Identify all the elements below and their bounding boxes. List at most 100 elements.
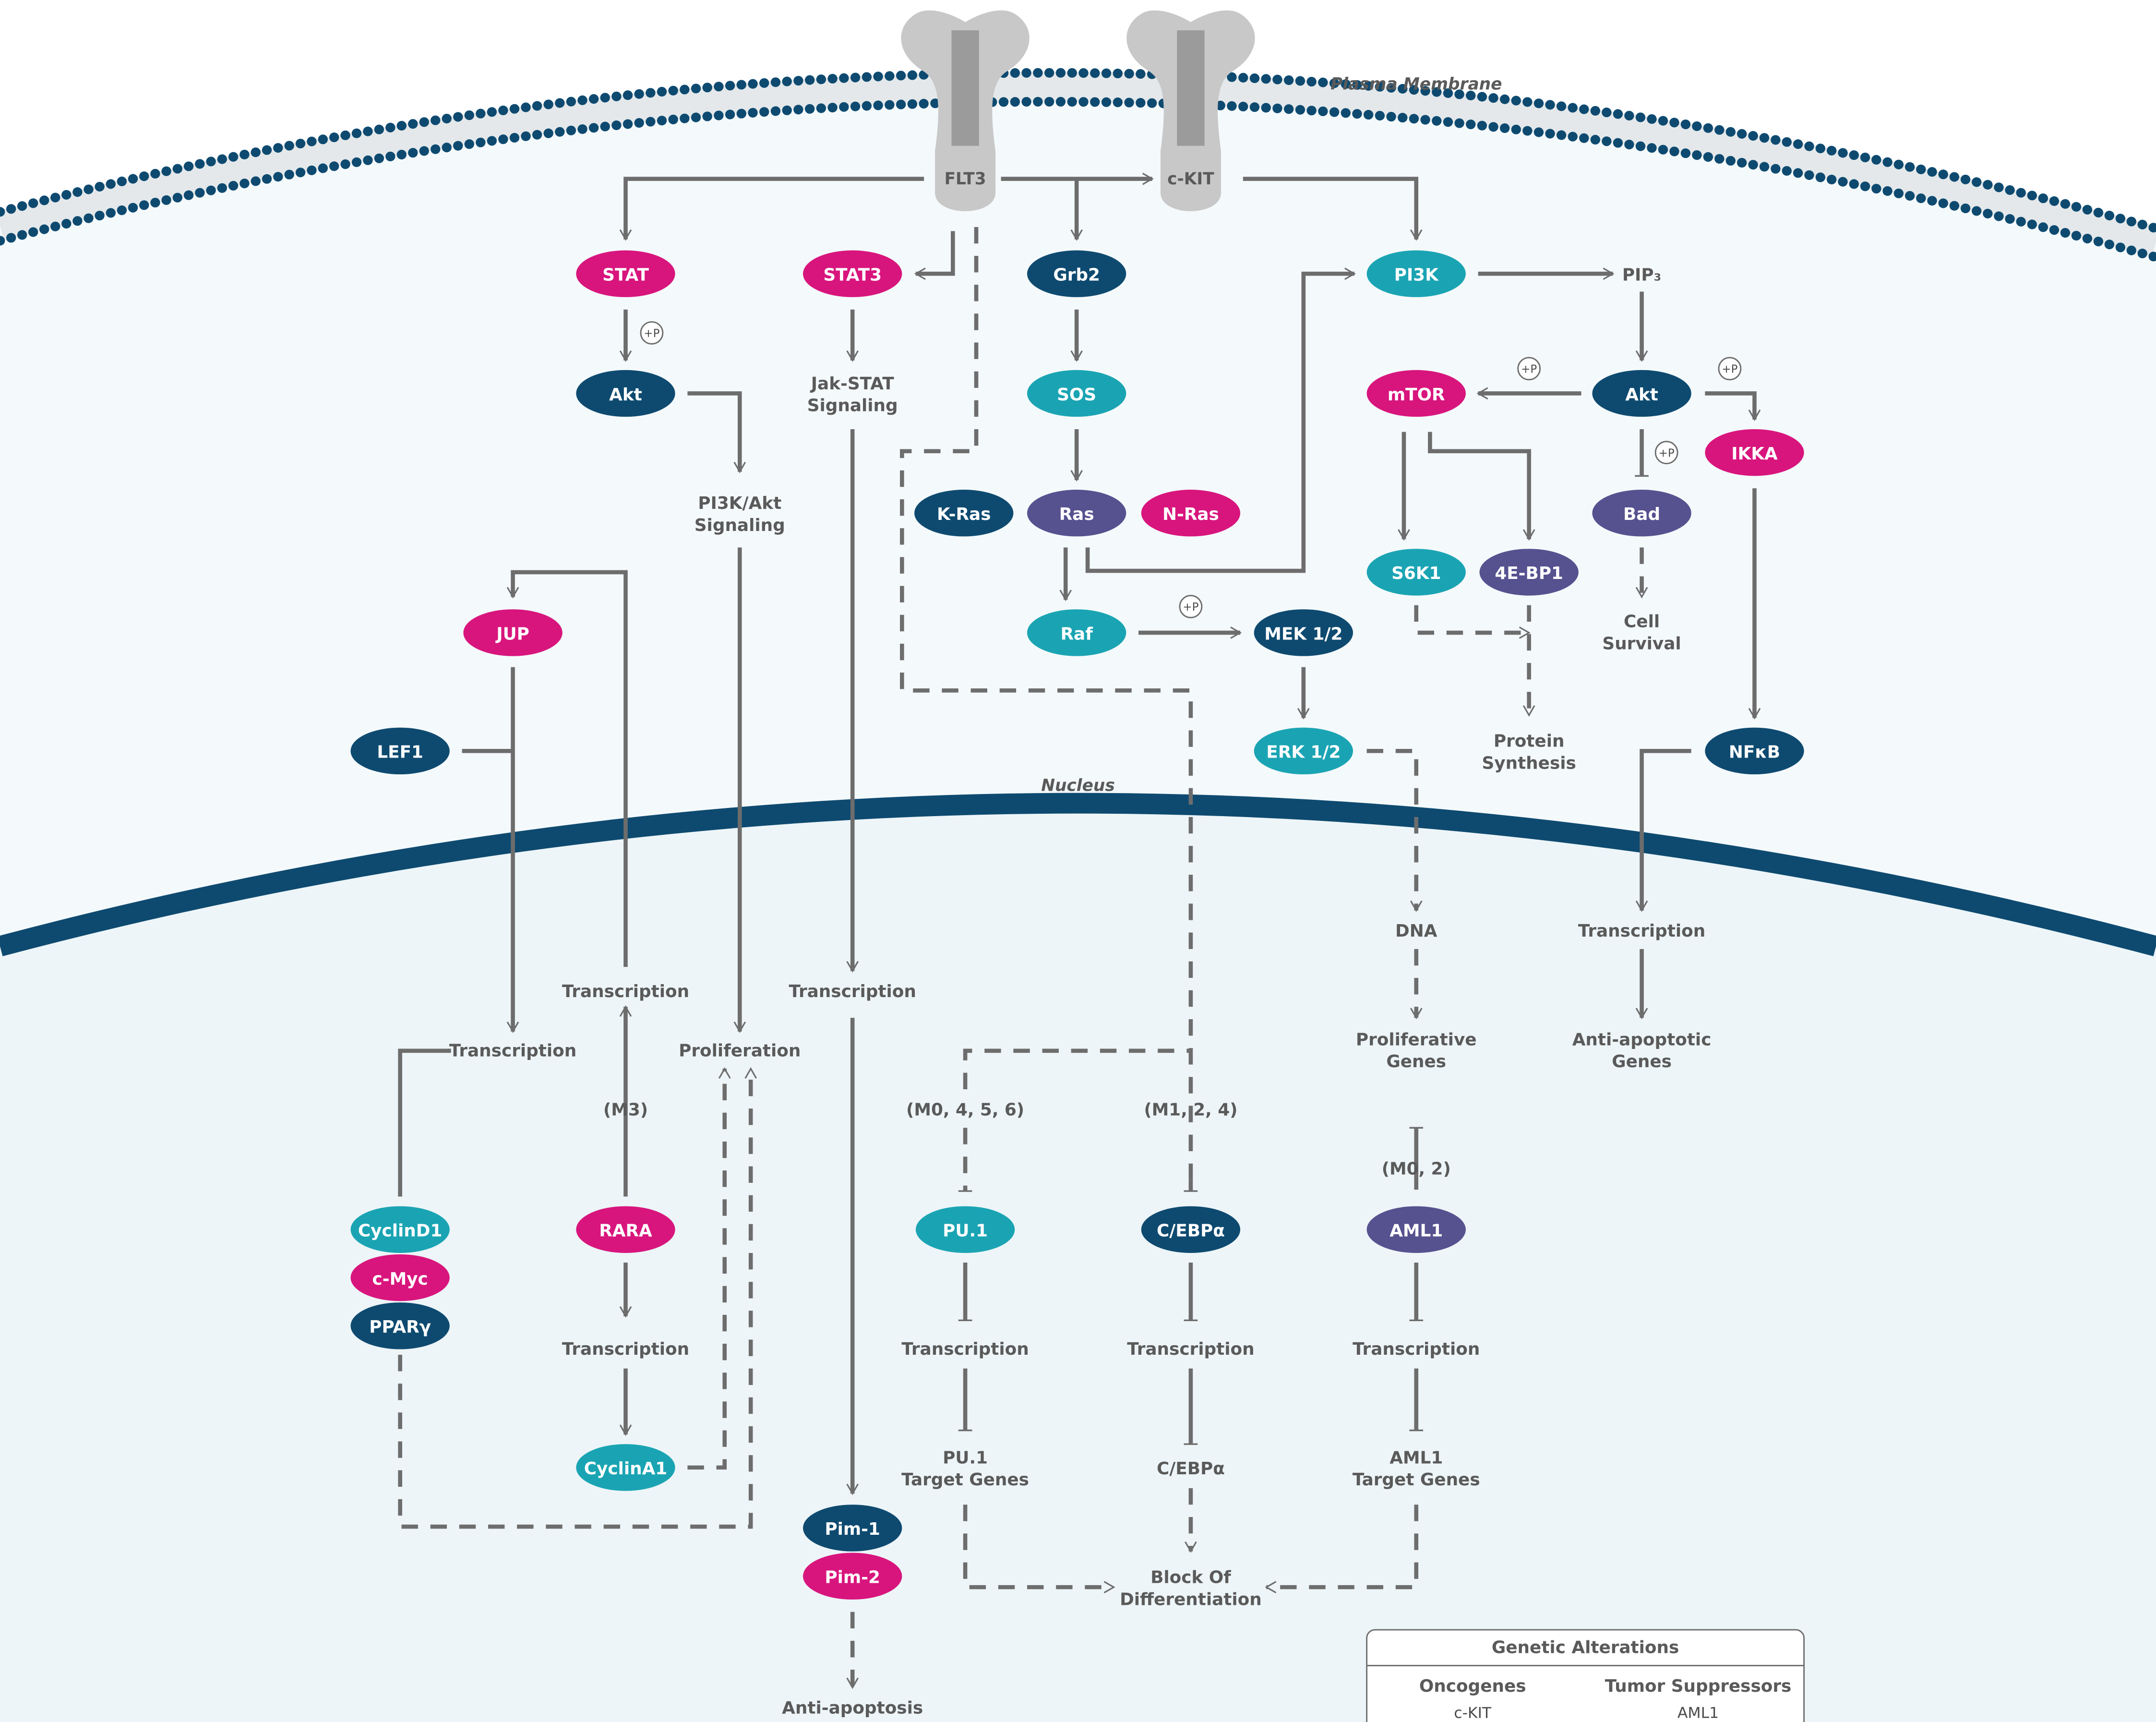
svg-text:PPARγ: PPARγ xyxy=(369,1317,431,1337)
m3-label: (M3) xyxy=(603,1100,648,1120)
mek-node[interactable]: MEK 1/2 xyxy=(1254,609,1353,656)
aml1-target-genes-label: AML1 xyxy=(1389,1448,1443,1468)
legend-tumor-suppressor-item: AML1 xyxy=(1677,1704,1719,1722)
flt3-receptor[interactable]: FLT3 xyxy=(901,10,1030,211)
legend-oncogenes-title: Oncogenes xyxy=(1419,1676,1526,1696)
svg-text:RARA: RARA xyxy=(599,1221,652,1241)
rara-node[interactable]: RARA xyxy=(576,1206,675,1253)
svg-text:IKKA: IKKA xyxy=(1731,444,1778,464)
svg-text:SOS: SOS xyxy=(1057,385,1096,405)
svg-text:mTOR: mTOR xyxy=(1388,385,1445,405)
pu1-target-genes-label: PU.1 xyxy=(943,1448,988,1468)
legend-tumor-suppressors-title: Tumor Suppressors xyxy=(1605,1676,1792,1696)
pi3k-node[interactable]: PI3K xyxy=(1366,250,1466,297)
nfkb-node[interactable]: NFκB xyxy=(1705,727,1804,775)
aml1-node[interactable]: AML1 xyxy=(1366,1206,1466,1253)
grb2-node[interactable]: Grb2 xyxy=(1027,250,1126,297)
svg-text:PI3K: PI3K xyxy=(1394,265,1439,285)
svg-text:+P: +P xyxy=(1722,363,1737,375)
cyclina1-node[interactable]: CyclinA1 xyxy=(576,1444,675,1491)
svg-text:N-Ras: N-Ras xyxy=(1162,505,1219,524)
svg-text:c-Myc: c-Myc xyxy=(372,1269,428,1289)
cyclind1-node[interactable]: CyclinD1 xyxy=(350,1206,450,1253)
pim2-node[interactable]: Pim-2 xyxy=(803,1553,902,1600)
cell-survival-label: Cell xyxy=(1624,612,1660,631)
phospho-badge: +P xyxy=(1654,441,1678,465)
mtor-node[interactable]: mTOR xyxy=(1366,370,1466,417)
stat3-node[interactable]: STAT3 xyxy=(803,250,902,297)
svg-text:Raf: Raf xyxy=(1060,624,1093,644)
erk-node[interactable]: ERK 1/2 xyxy=(1254,727,1353,775)
legend-oncogene-item: c-KIT xyxy=(1454,1704,1492,1722)
ppar-node[interactable]: PPARγ xyxy=(350,1302,450,1349)
flt3-label: FLT3 xyxy=(945,169,986,189)
nras-node[interactable]: N-Ras xyxy=(1141,490,1241,537)
protein-synthesis-label: Synthesis xyxy=(1482,754,1576,773)
lef1-node[interactable]: LEF1 xyxy=(350,727,450,775)
cebpa-node[interactable]: C/EBPα xyxy=(1141,1206,1241,1253)
jup-node[interactable]: JUP xyxy=(463,609,563,656)
svg-text:C/EBPα: C/EBPα xyxy=(1157,1221,1225,1241)
block-differentiation-label: Differentiation xyxy=(1120,1590,1262,1609)
transcription-label: Transcription xyxy=(1578,921,1705,941)
svg-text:AML1: AML1 xyxy=(1389,1221,1443,1241)
proliferative-genes-label: Proliferative xyxy=(1356,1030,1477,1049)
4ebp1-node[interactable]: 4E-BP1 xyxy=(1479,549,1579,596)
proliferation-label: Proliferation xyxy=(679,1041,801,1060)
protein-synthesis-label: Protein xyxy=(1494,732,1565,751)
transcription-label: Transcription xyxy=(789,982,916,1001)
svg-text:MEK 1/2: MEK 1/2 xyxy=(1264,624,1342,644)
svg-text:Akt: Akt xyxy=(1625,385,1658,405)
nucleus-label: Nucleus xyxy=(1041,776,1115,795)
pip3-label: PIP₃ xyxy=(1622,265,1661,285)
transcription-label: Transcription xyxy=(562,1339,689,1359)
ckit-label: c-KIT xyxy=(1167,169,1214,189)
antiapoptotic-genes-label: Genes xyxy=(1612,1052,1672,1072)
cebpa-output-label: C/EBPα xyxy=(1157,1459,1225,1479)
legend-title: Genetic Alterations xyxy=(1492,1638,1679,1658)
transcription-label: Transcription xyxy=(1127,1339,1254,1359)
pi3kakt-label: Signaling xyxy=(695,516,785,535)
svg-text:Ras: Ras xyxy=(1059,505,1094,524)
ikka-node[interactable]: IKKA xyxy=(1705,429,1804,476)
cmyc-node[interactable]: c-Myc xyxy=(350,1254,450,1301)
raf-node[interactable]: Raf xyxy=(1027,609,1126,656)
transcription-label: Transcription xyxy=(562,982,689,1001)
pu1-node[interactable]: PU.1 xyxy=(915,1206,1015,1253)
svg-text:K-Ras: K-Ras xyxy=(937,505,991,524)
jakstat-label: Signaling xyxy=(807,396,898,416)
sos-node[interactable]: SOS xyxy=(1027,370,1126,417)
svg-text:CyclinA1: CyclinA1 xyxy=(584,1459,667,1479)
dna-label: DNA xyxy=(1395,921,1437,941)
kras-node[interactable]: K-Ras xyxy=(914,490,1014,537)
svg-text:LEF1: LEF1 xyxy=(377,743,423,762)
cell-survival-label: Survival xyxy=(1602,634,1681,653)
s6k1-node[interactable]: S6K1 xyxy=(1366,549,1466,596)
bad-node[interactable]: Bad xyxy=(1592,490,1691,537)
text-labels: PIP₃ Jak-STAT Signaling PI3K/Akt Signali… xyxy=(449,265,1712,1718)
svg-text:NFκB: NFκB xyxy=(1729,743,1780,762)
svg-text:+P: +P xyxy=(1183,601,1198,614)
nucleus-membrane xyxy=(0,793,2156,956)
phospho-badge: +P xyxy=(1718,357,1742,381)
block-differentiation-label: Block Of xyxy=(1150,1568,1231,1588)
proliferative-genes-label: Genes xyxy=(1386,1052,1446,1072)
svg-text:Akt: Akt xyxy=(609,385,642,405)
akt-right-node[interactable]: Akt xyxy=(1592,370,1691,417)
ckit-receptor[interactable]: c-KIT xyxy=(1126,10,1255,211)
ras-node[interactable]: Ras xyxy=(1027,490,1126,537)
plasma-membrane-label: Plasma Membrane xyxy=(1330,74,1502,94)
aml1-target-genes-label: Target Genes xyxy=(1353,1470,1480,1490)
akt-left-node[interactable]: Akt xyxy=(576,370,675,417)
svg-text:S6K1: S6K1 xyxy=(1391,564,1441,583)
pim1-node[interactable]: Pim-1 xyxy=(803,1505,902,1552)
pu1-target-genes-label: Target Genes xyxy=(901,1470,1029,1490)
phospho-badge: +P xyxy=(1517,357,1541,381)
phospho-badge: +P xyxy=(1179,595,1203,618)
svg-text:PU.1: PU.1 xyxy=(943,1221,988,1241)
m02-label: (M0, 2) xyxy=(1382,1159,1451,1179)
pi3kakt-label: PI3K/Akt xyxy=(698,494,781,513)
antiapoptotic-genes-label: Anti-apoptotic xyxy=(1572,1030,1712,1049)
stat-node[interactable]: STAT xyxy=(576,250,675,297)
